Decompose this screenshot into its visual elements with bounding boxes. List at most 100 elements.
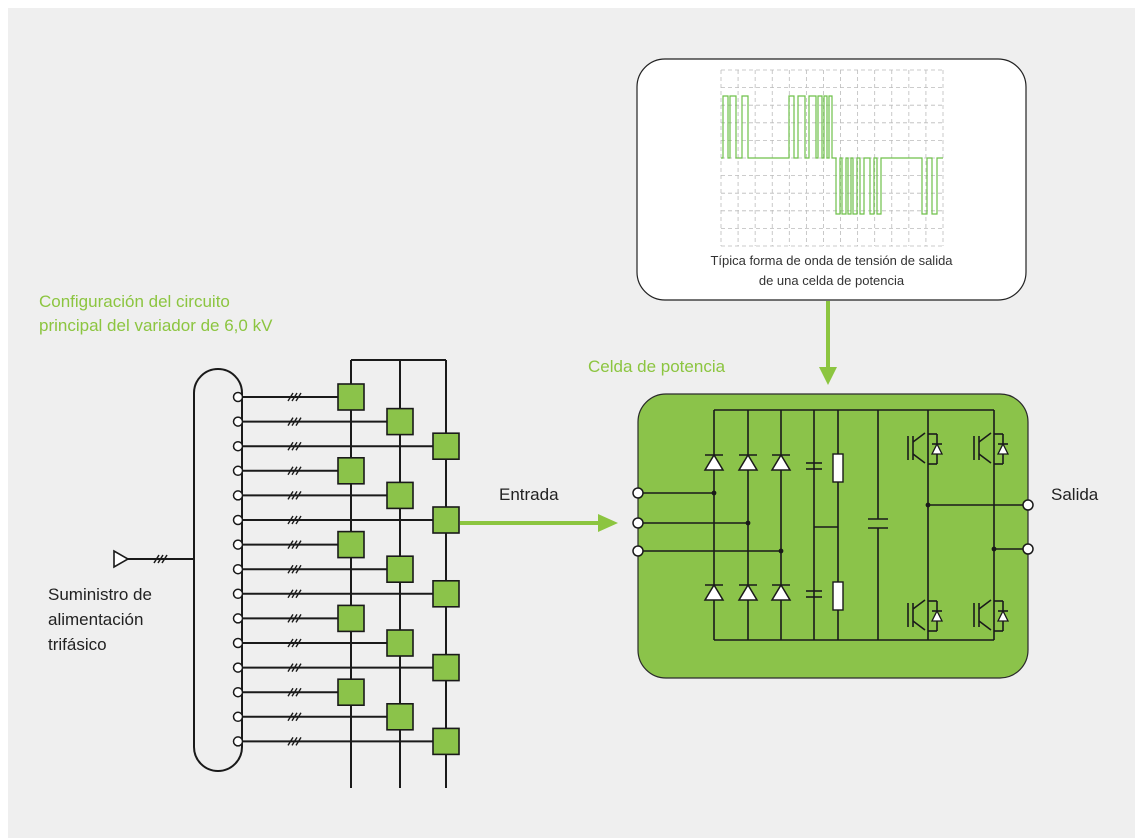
winding-terminal — [232, 539, 244, 550]
winding-terminal — [232, 514, 244, 526]
three-phase-mark — [295, 515, 302, 525]
supply-three-phase-marks — [153, 554, 168, 564]
winding-terminal — [232, 662, 244, 673]
input-arrowhead — [598, 514, 618, 532]
three-phase-mark — [287, 564, 294, 574]
supply-label-line1: Suministro de — [48, 585, 152, 604]
output-label: Salida — [1051, 485, 1099, 504]
three-phase-mark — [295, 564, 302, 574]
waveform-trace — [721, 95, 943, 215]
diode-icon — [737, 583, 759, 601]
three-phase-mark — [287, 515, 294, 525]
resistor-icon — [832, 453, 844, 483]
three-phase-mark — [291, 638, 298, 648]
three-phase-mark — [291, 417, 298, 426]
three-phase-mark — [295, 712, 302, 722]
three-phase-mark — [287, 491, 294, 500]
diagram-canvas: Configuración del circuito principal del… — [8, 8, 1135, 838]
three-phase-mark — [287, 392, 294, 402]
three-phase-mark — [291, 687, 298, 697]
power-cell — [337, 678, 365, 707]
winding-terminal — [232, 736, 244, 747]
power-cell — [432, 653, 460, 682]
three-phase-mark — [287, 638, 294, 648]
waveform-callout-box — [636, 58, 1027, 301]
power-cell-diagram — [113, 58, 1034, 788]
input-label: Entrada — [499, 485, 559, 504]
igbt-collector — [978, 432, 992, 443]
three-phase-mark — [295, 441, 302, 451]
power-cell — [386, 481, 414, 510]
igbt-collector — [912, 599, 926, 610]
igbt-emitter — [978, 453, 992, 464]
callout-arrowhead — [819, 367, 837, 385]
capacitor-gap — [866, 519, 890, 528]
winding-terminal — [232, 440, 244, 452]
three-phase-mark — [295, 663, 302, 672]
igbt-emitter — [912, 453, 926, 464]
diode-icon — [770, 583, 792, 601]
three-phase-mark — [287, 663, 294, 672]
three-phase-mark — [295, 417, 302, 426]
power-cell — [432, 506, 460, 534]
winding-terminal — [232, 711, 244, 723]
config-title-line2: principal del variador de 6,0 kV — [39, 316, 273, 335]
power-cell — [386, 407, 414, 436]
winding-terminal — [232, 490, 244, 501]
three-phase-mark — [295, 737, 302, 746]
power-cell — [386, 629, 414, 657]
cell-terminal — [1022, 543, 1034, 555]
three-phase-mark — [291, 663, 298, 672]
power-cell — [337, 530, 365, 559]
winding-terminal — [232, 465, 244, 477]
supply-label-line2: alimentación — [48, 610, 144, 629]
winding-terminal — [232, 416, 244, 427]
cell-terminal — [632, 545, 644, 557]
winding-terminal — [232, 391, 244, 403]
waveform-caption-line1: Típica forma de onda de tensión de salid… — [710, 253, 953, 268]
igbt-emitter — [978, 620, 992, 631]
three-phase-mark — [287, 466, 294, 476]
three-phase-mark — [287, 589, 294, 599]
power-cell — [432, 727, 460, 756]
three-phase-mark — [287, 540, 294, 549]
power-cell — [337, 604, 365, 633]
config-title-line1: Configuración del circuito — [39, 292, 230, 311]
three-phase-mark — [287, 441, 294, 451]
supply-terminal-icon — [113, 549, 130, 569]
three-phase-mark — [295, 466, 302, 476]
junction-dot — [991, 546, 997, 552]
diode-icon — [703, 453, 725, 471]
three-phase-mark — [291, 712, 298, 722]
junction-dot — [778, 548, 784, 554]
waveform-caption-line2: de una celda de potencia — [758, 273, 905, 288]
power-cell — [386, 555, 414, 584]
cell-terminal — [632, 487, 644, 499]
three-phase-mark — [295, 491, 302, 500]
winding-terminal — [232, 686, 244, 698]
cell-terminal — [632, 517, 644, 529]
power-cell-title: Celda de potencia — [588, 357, 726, 376]
three-phase-mark — [295, 638, 302, 648]
igbt-collector — [978, 599, 992, 610]
junction-dot — [745, 520, 751, 526]
three-phase-mark — [295, 392, 302, 402]
three-phase-mark — [291, 491, 298, 500]
power-cell — [337, 383, 365, 411]
three-phase-mark — [287, 712, 294, 722]
three-phase-mark — [287, 417, 294, 426]
igbt-collector — [912, 432, 926, 443]
three-phase-mark — [295, 687, 302, 697]
three-phase-mark — [291, 466, 298, 476]
three-phase-mark — [287, 687, 294, 697]
three-phase-mark — [295, 540, 302, 549]
igbt-emitter — [912, 620, 926, 631]
winding-terminal — [232, 613, 244, 624]
three-phase-mark — [291, 737, 298, 746]
three-phase-mark — [291, 392, 298, 402]
power-cell-box — [637, 393, 1029, 679]
resistor-icon — [832, 581, 844, 611]
power-cell — [432, 432, 460, 461]
three-phase-mark — [295, 614, 302, 623]
diode-icon — [703, 583, 725, 601]
